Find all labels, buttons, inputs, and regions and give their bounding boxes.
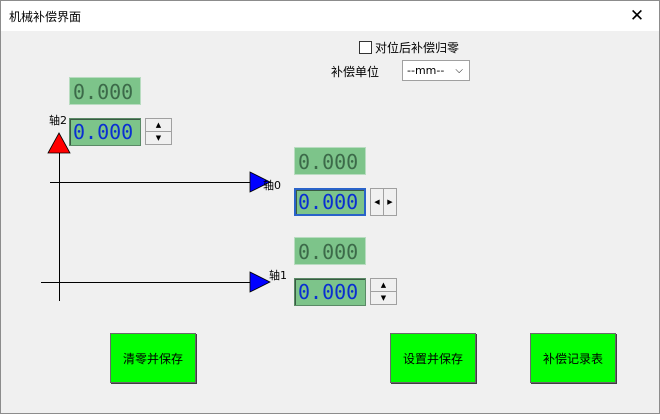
axis0-arrow-icon	[249, 171, 271, 193]
axis2-arrow-icon	[47, 132, 71, 154]
spin-up-icon[interactable]: ▲	[146, 119, 171, 132]
axis1-input[interactable]: 0.000	[294, 278, 366, 306]
unit-label: 补偿单位	[331, 65, 380, 79]
spin-up-icon[interactable]: ▲	[371, 279, 396, 292]
axis0-readout: 0.000	[294, 147, 366, 175]
axis2-input[interactable]: 0.000	[69, 118, 141, 146]
axis0-line	[50, 182, 251, 183]
spin-right-icon[interactable]: ▶	[387, 198, 393, 206]
spin-left-icon[interactable]: ◀	[371, 189, 384, 215]
checkbox-icon[interactable]	[359, 41, 372, 54]
set-and-save-button[interactable]: 设置并保存	[390, 333, 476, 383]
clear-and-save-button[interactable]: 清零并保存	[110, 333, 196, 383]
axis1-line	[41, 282, 251, 283]
chevron-down-icon: ⌵	[455, 65, 463, 76]
unit-selected-value: --mm--	[407, 64, 445, 77]
axis2-readout: 0.000	[69, 77, 141, 105]
axis2-spinner[interactable]: ▲ ▼	[145, 118, 172, 145]
axis1-arrow-icon	[249, 271, 271, 293]
close-icon: ✕	[629, 6, 645, 26]
unit-select[interactable]: --mm-- ⌵	[402, 60, 470, 81]
spin-down-icon[interactable]: ▼	[380, 294, 387, 302]
axis1-readout: 0.000	[294, 237, 366, 265]
window-title: 机械补偿界面	[9, 10, 82, 24]
axis1-spinner[interactable]: ▲ ▼	[370, 278, 397, 305]
title-bar: 机械补偿界面 ✕	[1, 1, 659, 31]
compensation-record-button[interactable]: 补偿记录表	[530, 333, 616, 383]
axis1-label: 轴1	[269, 269, 287, 282]
close-button[interactable]: ✕	[615, 1, 659, 31]
reset-after-align-checkbox[interactable]: 对位后补偿归零	[359, 39, 459, 56]
axis0-spinner[interactable]: ◀ ▶	[370, 188, 397, 216]
axis0-label: 轴0	[263, 179, 281, 192]
axis2-line	[59, 153, 60, 301]
reset-after-align-label: 对位后补偿归零	[375, 41, 460, 55]
axis0-input[interactable]: 0.000	[294, 188, 366, 216]
spin-down-icon[interactable]: ▼	[155, 134, 162, 142]
axis2-label: 轴2	[49, 114, 67, 127]
